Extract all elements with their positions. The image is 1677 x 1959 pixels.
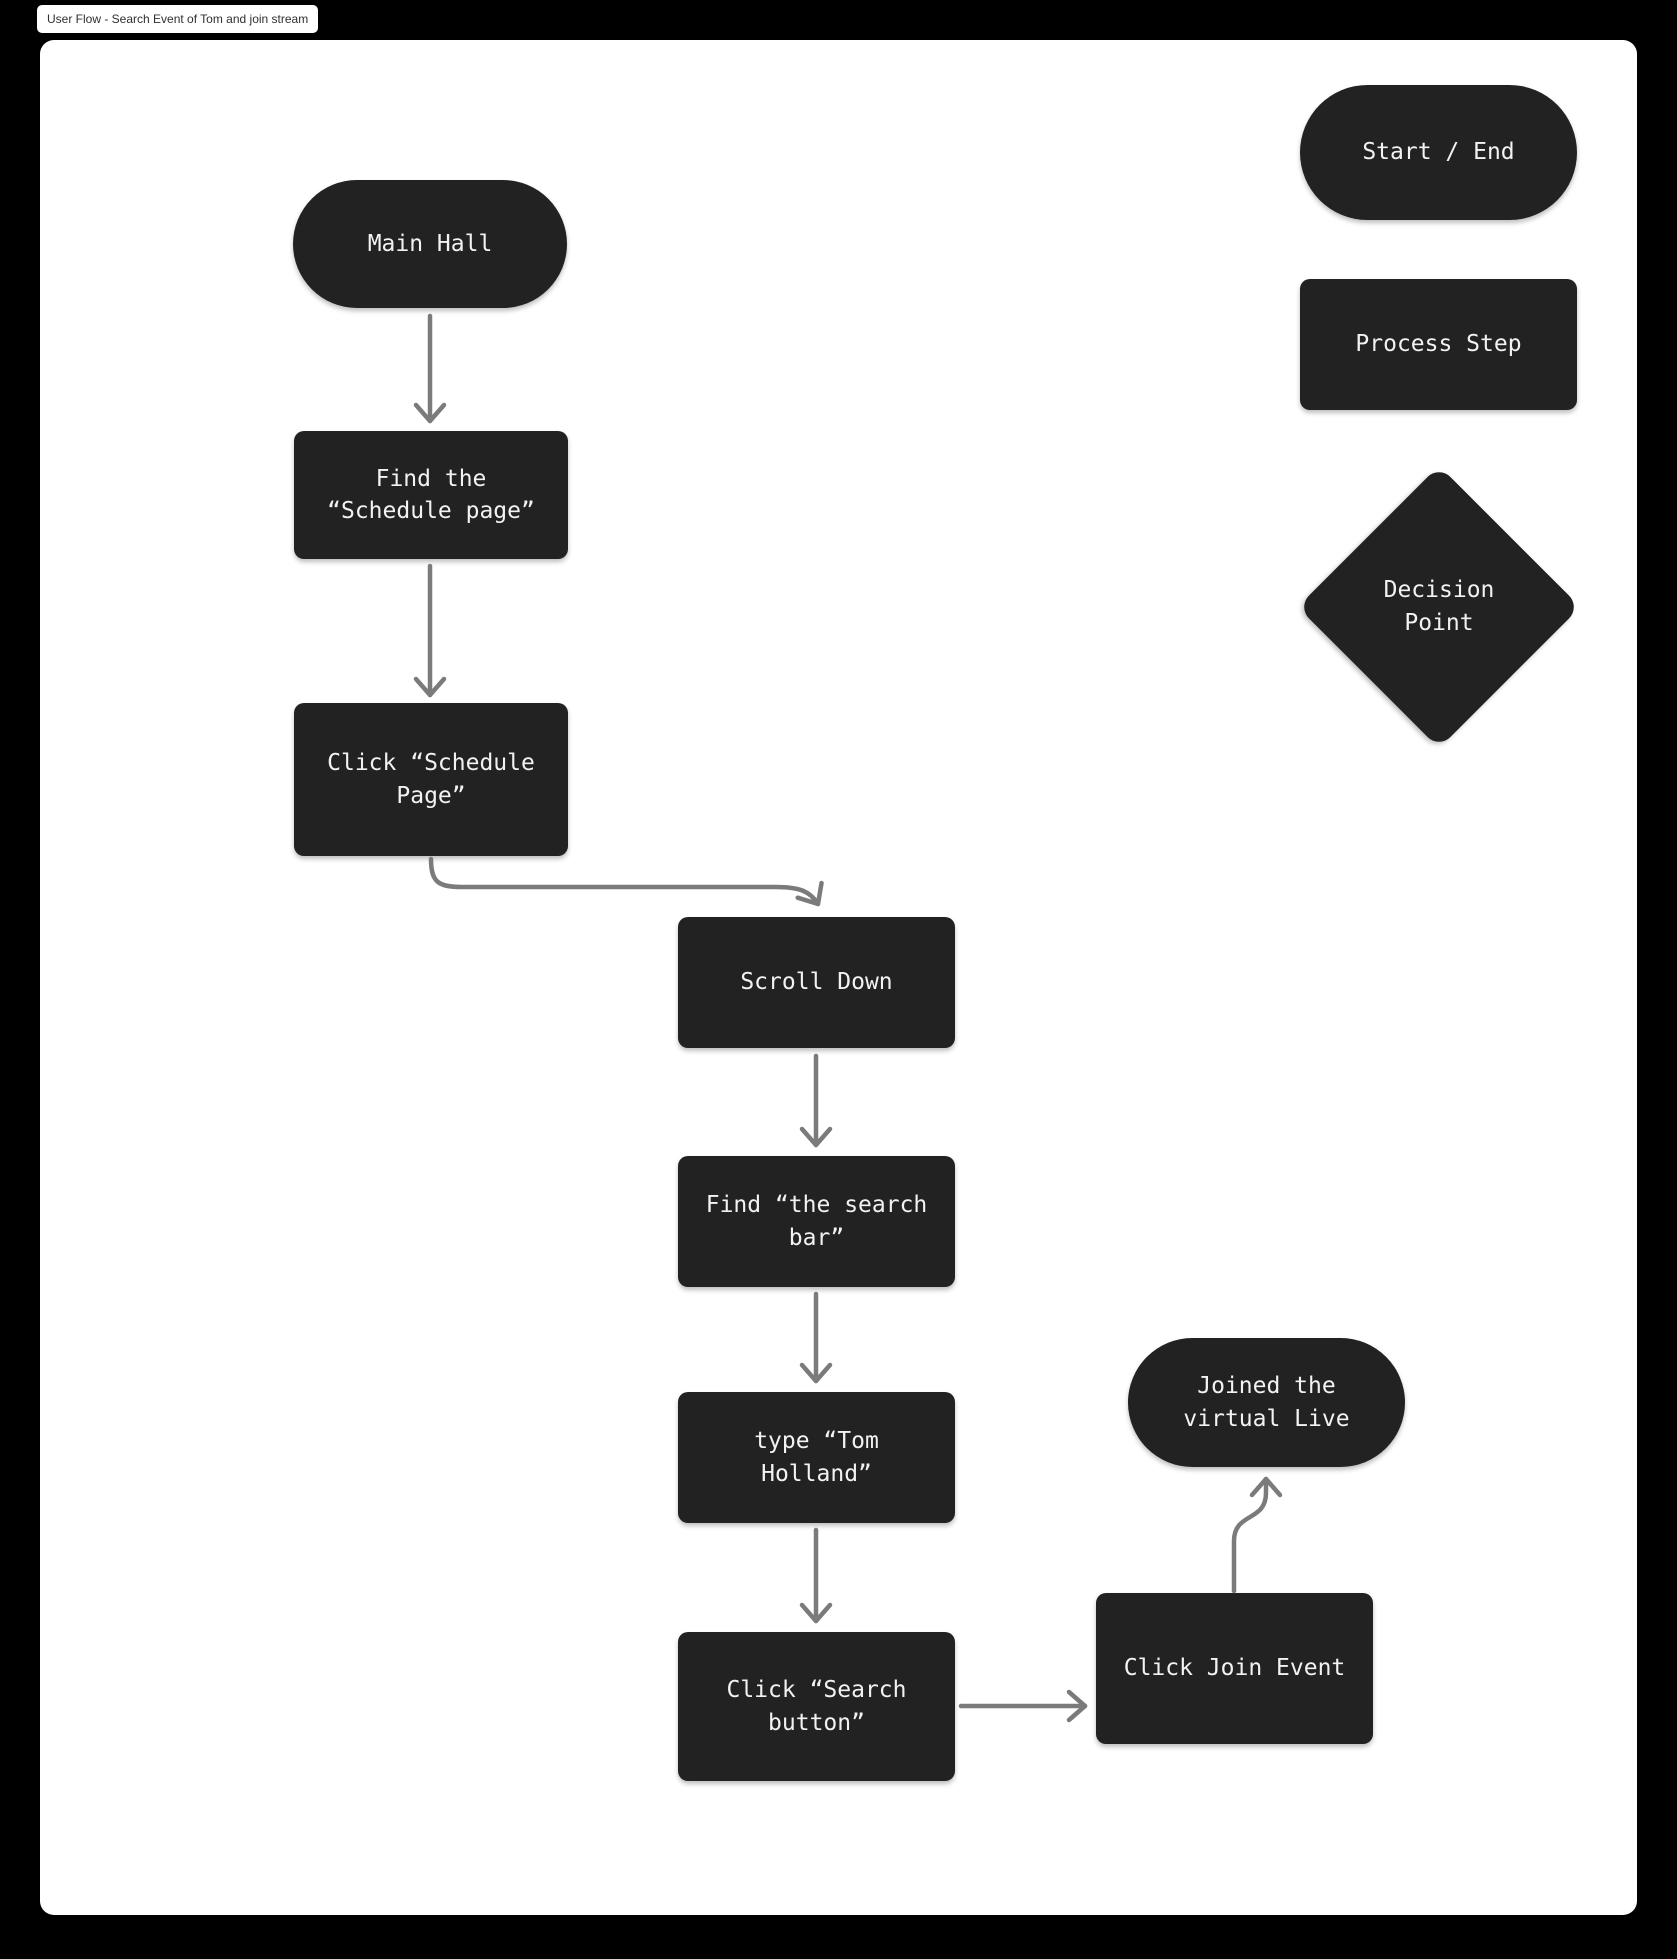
- node-scroll-down[interactable]: Scroll Down: [678, 917, 955, 1048]
- node-find-search-bar[interactable]: Find “the search bar”: [678, 1156, 955, 1287]
- node-main-hall[interactable]: Main Hall: [293, 180, 567, 308]
- legend-process-step-rect[interactable]: Process Step: [1300, 279, 1577, 410]
- node-type-tom-holland[interactable]: type “Tom Holland”: [678, 1392, 955, 1523]
- legend-decision-label: Decision Point: [1383, 577, 1495, 636]
- legend-decision-diamond[interactable]: Decision Point: [1288, 465, 1590, 748]
- node-click-search-button[interactable]: Click “Search button”: [678, 1632, 955, 1781]
- node-click-join-event[interactable]: Click Join Event: [1096, 1593, 1373, 1744]
- node-find-schedule-page[interactable]: Find the “Schedule page”: [294, 431, 568, 559]
- legend-start-end-pill[interactable]: Start / End: [1300, 85, 1577, 220]
- node-joined-virtual-live[interactable]: Joined the virtual Live: [1128, 1338, 1405, 1467]
- node-click-schedule-page[interactable]: Click “Schedule Page”: [294, 703, 568, 856]
- frame-title-tab[interactable]: User Flow - Search Event of Tom and join…: [37, 5, 319, 33]
